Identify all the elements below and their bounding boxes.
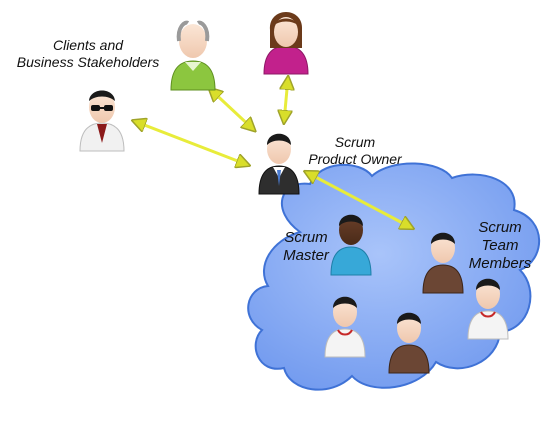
team-members-label-line1: Scrum bbox=[478, 219, 522, 236]
person-icon bbox=[388, 312, 430, 374]
scrum-master-label-line2: Master bbox=[283, 247, 329, 264]
person-icon bbox=[330, 214, 372, 276]
scrum-master-label-line1: Scrum bbox=[284, 229, 328, 246]
person-icon bbox=[263, 12, 309, 75]
stakeholders-label: Clients and Business Stakeholders bbox=[8, 37, 168, 71]
product-owner-label: Scrum Product Owner bbox=[300, 134, 410, 168]
person-icon bbox=[170, 20, 216, 91]
person-icon bbox=[258, 133, 300, 195]
connector-po-to-magenta bbox=[284, 78, 288, 122]
product-owner-label-line1: Scrum bbox=[334, 134, 376, 150]
stakeholders-label-line1: Clients and bbox=[52, 37, 124, 53]
person-icon bbox=[79, 90, 125, 152]
scrum-master-label: Scrum Master bbox=[276, 229, 336, 265]
connector-lines bbox=[134, 78, 412, 228]
connector-po-to-team bbox=[306, 172, 412, 228]
connector-po-to-green bbox=[210, 89, 254, 130]
stakeholders-label-line2: Business Stakeholders bbox=[16, 54, 160, 70]
connector-po-to-sunglasses bbox=[134, 121, 248, 165]
product-owner-label-line2: Product Owner bbox=[308, 151, 402, 167]
person-icon bbox=[467, 278, 509, 340]
person-icon bbox=[324, 296, 366, 358]
team-members-label-line2: Team bbox=[481, 237, 519, 254]
person-icon bbox=[422, 232, 464, 294]
team-members-label: Scrum Team Members bbox=[460, 219, 540, 273]
team-members-label-line3: Members bbox=[468, 255, 532, 272]
